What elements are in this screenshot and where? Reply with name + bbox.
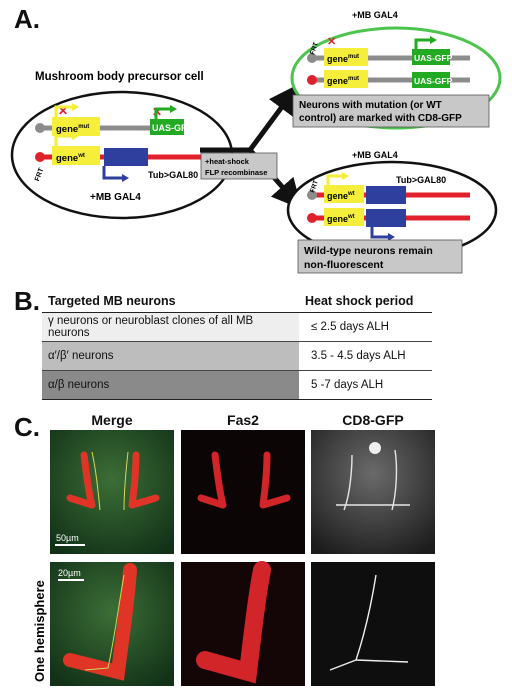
- gene-wt-box: [52, 146, 100, 165]
- precursor-title: Mushroom body precursor cell: [35, 71, 204, 83]
- svg-text:+MB GAL4: +MB GAL4: [352, 150, 398, 160]
- row-period: 3.5 - 4.5 days ALH: [299, 341, 432, 371]
- svg-text:✕: ✕: [327, 36, 336, 48]
- row-period: ≤ 2.5 days ALH: [299, 312, 432, 342]
- merge-top-image: [50, 430, 174, 554]
- table-row: α/β neurons 5 -7 days ALH: [42, 370, 432, 400]
- svg-text:Tub>GAL80: Tub>GAL80: [396, 175, 446, 185]
- svg-text:FRT: FRT: [34, 166, 45, 182]
- svg-text:Neurons with mutation (or WT: Neurons with mutation (or WT: [299, 100, 442, 111]
- cd8-top-trace: [336, 449, 410, 511]
- svg-text:UAS-GFP: UAS-GFP: [414, 53, 453, 63]
- svg-text:genemut: genemut: [56, 124, 89, 135]
- table-header-row: Targeted MB neurons Heat shock period: [42, 290, 432, 313]
- svg-text:+MB GAL4: +MB GAL4: [352, 10, 398, 20]
- fas2-top-lobes: [197, 451, 291, 509]
- row-neurons: α′/β′ neurons: [42, 341, 299, 371]
- panel-a-diagram: Mushroom body precursor cell genemut ✕ U…: [10, 10, 502, 274]
- header-heat-shock-period: Heat shock period: [299, 290, 432, 313]
- svg-text:FLP recombinase: FLP recombinase: [205, 168, 267, 177]
- fas2-bottom-lobe: [196, 561, 271, 684]
- svg-text:FRT: FRT: [309, 179, 320, 193]
- svg-text:genewt: genewt: [327, 191, 355, 201]
- heat-shock-table: Targeted MB neurons Heat shock period γ …: [42, 290, 432, 400]
- merge-top-lobes: [66, 451, 160, 509]
- column-merge: Merge: [91, 412, 133, 428]
- column-fas2: Fas2: [227, 412, 259, 428]
- svg-text:genemut: genemut: [327, 76, 359, 86]
- cd8-bottom-image: [311, 562, 435, 686]
- panel-c-letter: C.: [14, 412, 40, 442]
- row-neurons: γ neurons or neuroblast clones of all MB…: [42, 312, 299, 342]
- wt-caption-box: [297, 239, 463, 274]
- header-targeted-neurons: Targeted MB neurons: [42, 290, 299, 313]
- panel-b-letter: B.: [14, 286, 40, 316]
- svg-text:genemut: genemut: [327, 54, 359, 64]
- svg-text:Tub>GAL80: Tub>GAL80: [148, 170, 198, 180]
- svg-text:+heat-shock: +heat-shock: [205, 157, 250, 166]
- column-cd8-gfp: CD8-GFP: [342, 412, 404, 428]
- uas-gfp-box: [150, 119, 184, 135]
- svg-text:control) are marked with CD8-G: control) are marked with CD8-GFP: [299, 113, 462, 124]
- svg-text:genewt: genewt: [327, 214, 355, 224]
- svg-text:non-fluorescent: non-fluorescent: [304, 259, 384, 271]
- row-neurons: α/β neurons: [42, 370, 299, 400]
- centromere-grey: [35, 123, 45, 133]
- fas2-top-image: [181, 430, 305, 554]
- table-row: α′/β′ neurons 3.5 - 4.5 days ALH: [42, 341, 432, 371]
- table-row: γ neurons or neuroblast clones of all MB…: [42, 312, 432, 342]
- svg-text:Wild-type neurons remain: Wild-type neurons remain: [304, 245, 433, 257]
- svg-text:FRT: FRT: [309, 41, 320, 55]
- mutant-caption-box: [292, 94, 490, 128]
- svg-text:+MB GAL4: +MB GAL4: [90, 192, 141, 203]
- row-label-one-hemisphere: One hemisphere: [32, 580, 47, 682]
- row-period: 5 -7 days ALH: [299, 370, 432, 400]
- panel-a-letter: A.: [14, 4, 40, 34]
- svg-text:UAS-GFP: UAS-GFP: [152, 123, 193, 133]
- svg-text:UAS-GFP: UAS-GFP: [414, 76, 453, 86]
- centromere-red: [35, 152, 45, 162]
- cd8-bottom-trace: [329, 574, 409, 671]
- gal80-box: [104, 148, 148, 166]
- mutation-mark: ✕: [58, 104, 68, 118]
- merge-bottom-lobe: [63, 563, 137, 681]
- svg-text:50µm: 50µm: [56, 533, 79, 543]
- svg-text:20µm: 20µm: [58, 568, 81, 578]
- heat-shock-box: [200, 152, 278, 180]
- gene-mut-box: [52, 117, 100, 136]
- svg-text:genewt: genewt: [56, 153, 85, 164]
